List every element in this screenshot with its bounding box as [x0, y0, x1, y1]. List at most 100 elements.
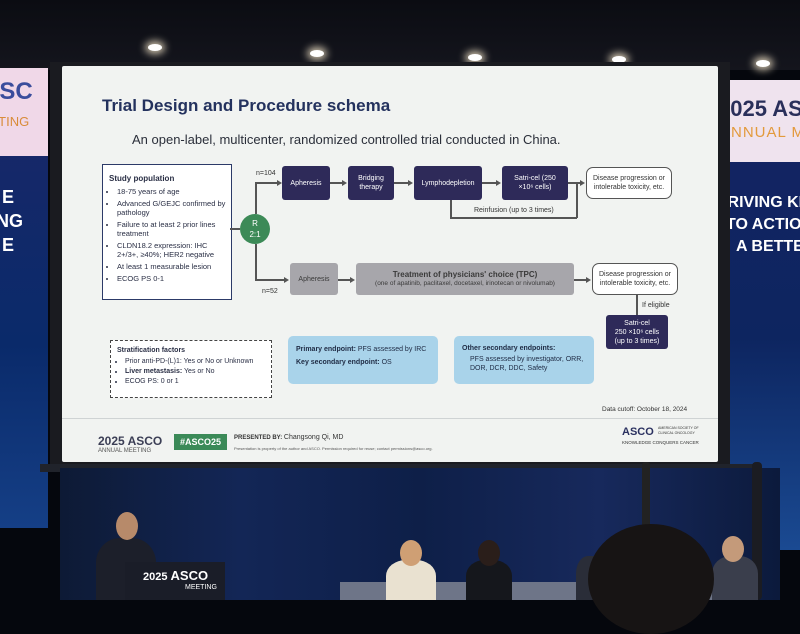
footer-asco-mark: ASCO — [622, 426, 654, 438]
left-banner-meeting-text: MEETING — [0, 114, 30, 129]
key-secondary-label: Key secondary endpoint: — [296, 359, 380, 366]
hashtag-badge: #ASCO25 — [174, 434, 228, 450]
outcome-top: Disease progression or intolerable toxic… — [586, 167, 672, 199]
presented-by-label: PRESENTED BY: — [234, 435, 283, 441]
footer-annual-meeting: ANNUAL MEETING — [98, 448, 152, 454]
podium-logo: 2025 ASCO — [143, 568, 208, 583]
strat-label: Prior anti-PD-(L)1: — [125, 358, 182, 365]
other-endpoints-value: PFS assessed by investigator, ORR, DOR, … — [470, 356, 584, 372]
connector-line — [568, 182, 582, 184]
list-item: ECOG PS 0-1 — [117, 274, 227, 283]
panelist-head — [400, 540, 422, 566]
right-banner-line: TO ACTION — [726, 216, 800, 233]
step-apheresis: Apheresis — [282, 166, 330, 200]
panelist — [386, 560, 436, 600]
connector-line — [482, 182, 498, 184]
crossover-satri-cel: Satri-cel 250 ×10⁶ cells (up to 3 times) — [606, 315, 668, 349]
step-lymphodepletion: Lymphodepletion — [414, 166, 482, 200]
audience-head — [588, 524, 714, 634]
ceiling-light — [148, 44, 162, 51]
primary-endpoint-value: PFS assessed by IRC — [357, 346, 427, 353]
ceiling-light — [310, 50, 324, 57]
study-population-box: Study population 18-75 years of age Adva… — [102, 164, 232, 300]
stratification-heading: Stratification factors — [117, 347, 186, 354]
list-item: Failure to at least 2 prior lines treatm… — [117, 220, 227, 238]
speaker-head — [116, 512, 138, 540]
arrow-icon — [350, 277, 355, 283]
arrow-icon — [342, 180, 347, 186]
list-item: 18-75 years of age — [117, 187, 227, 196]
right-banner-annual-meeting: ANNUAL MEETING — [720, 124, 800, 141]
strat-label: ECOG PS: — [125, 378, 159, 385]
crossover-line: 250 ×10⁶ cells — [614, 328, 660, 336]
arm-top-n: n=104 — [256, 170, 276, 177]
panelist — [712, 556, 758, 600]
list-item: Prior anti-PD-(L)1: Yes or No or Unknown — [125, 357, 267, 367]
connector-line — [255, 182, 257, 214]
ceiling-light — [756, 60, 770, 67]
key-secondary-value: OS — [381, 359, 392, 366]
primary-endpoint-label: Primary endpoint: — [296, 346, 356, 353]
list-item: Advanced G/GEJC confirmed by pathology — [117, 199, 227, 217]
arrow-icon — [496, 180, 501, 186]
step-satri-cel: Satri-cel (250 ×10⁶ cells) — [502, 166, 568, 200]
connector-line — [394, 182, 410, 184]
slide-subtitle: An open-label, multicenter, randomized c… — [132, 132, 561, 147]
left-banner-line: NG — [0, 211, 23, 231]
footer-society: AMERICAN SOCIETY OF CLINICAL ONCOLOGY — [658, 426, 699, 435]
connector-line — [330, 182, 344, 184]
connector-line — [255, 182, 279, 184]
crossover-line: (up to 3 times) — [614, 337, 660, 345]
podium-year: 2025 — [143, 571, 168, 583]
presented-by: PRESENTED BY: Changsong Qi, MD — [234, 434, 343, 441]
stratification-list: Prior anti-PD-(L)1: Yes or No or Unknown… — [111, 357, 271, 387]
reinfusion-label: Reinfusion (up to 3 times) — [474, 207, 554, 214]
step-tpc: Treatment of physicians' choice (TPC) (o… — [356, 263, 574, 295]
left-banner-logo: ASC MEETING — [0, 68, 48, 156]
outcome-bottom: Disease progression or intolerable toxic… — [592, 263, 678, 295]
tpc-title: Treatment of physicians' choice (TPC) — [392, 270, 538, 279]
randomization-circle: R 2:1 — [240, 214, 270, 244]
ceiling-light — [468, 54, 482, 61]
panelist — [466, 560, 512, 600]
data-cutoff: Data cutoff: October 18, 2024 — [602, 406, 688, 413]
lectern-post — [642, 462, 650, 562]
footer-disclaimer: Presentation is property of the author a… — [234, 446, 433, 451]
slide-title: Trial Design and Procedure schema — [102, 96, 391, 115]
left-banner-logo-text: ASC — [0, 78, 33, 105]
ceiling — [0, 0, 800, 70]
panelist-head — [722, 536, 744, 562]
crossover-line: Satri-cel — [624, 319, 650, 327]
primary-endpoint-box: Primary endpoint: PFS assessed by IRC Ke… — [288, 336, 438, 384]
list-item: CLDN18.2 expression: IHC 2+/3+, ≥40%; HE… — [117, 241, 227, 259]
right-banner-line: DRIVING KN — [716, 194, 800, 211]
step-bridging-therapy: Bridging therapy — [348, 166, 394, 200]
ceiling-light — [612, 56, 626, 63]
randomization-ratio: 2:1 — [249, 230, 261, 239]
strat-value: Yes or No or Unknown — [183, 358, 254, 365]
step-apheresis-tpc: Apheresis — [290, 263, 338, 295]
tpc-detail: (one of apatinib, paclitaxel, docetaxel,… — [375, 280, 555, 287]
other-endpoints-box: Other secondary endpoints: PFS assessed … — [454, 336, 594, 384]
randomization-label: R — [252, 219, 258, 228]
right-banner-line: A BETTER — [736, 238, 800, 255]
arrow-icon — [277, 180, 282, 186]
footer-tagline: KNOWLEDGE CONQUERS CANCER — [622, 440, 699, 445]
panelist-head — [478, 540, 500, 566]
lectern-post — [752, 462, 762, 600]
footer-divider — [62, 418, 718, 419]
strat-value: Yes or No — [184, 368, 215, 375]
connector-line — [255, 244, 257, 280]
footer-asco-logo: 2025 ASCO — [98, 434, 163, 448]
podium: 2025 ASCO MEETING — [125, 562, 225, 600]
study-population-heading: Study population — [109, 174, 175, 183]
reinfusion-loop — [450, 200, 452, 218]
arrow-icon — [586, 277, 591, 283]
list-item: ECOG PS: 0 or 1 — [125, 377, 267, 387]
strat-value: 0 or 1 — [160, 378, 179, 385]
reinfusion-loop — [576, 182, 578, 218]
stratification-box: Stratification factors Prior anti-PD-(L)… — [110, 340, 272, 398]
connector-line — [338, 279, 352, 281]
left-banner-line: E — [2, 235, 15, 255]
strat-label: Liver metastasis: — [125, 368, 183, 375]
